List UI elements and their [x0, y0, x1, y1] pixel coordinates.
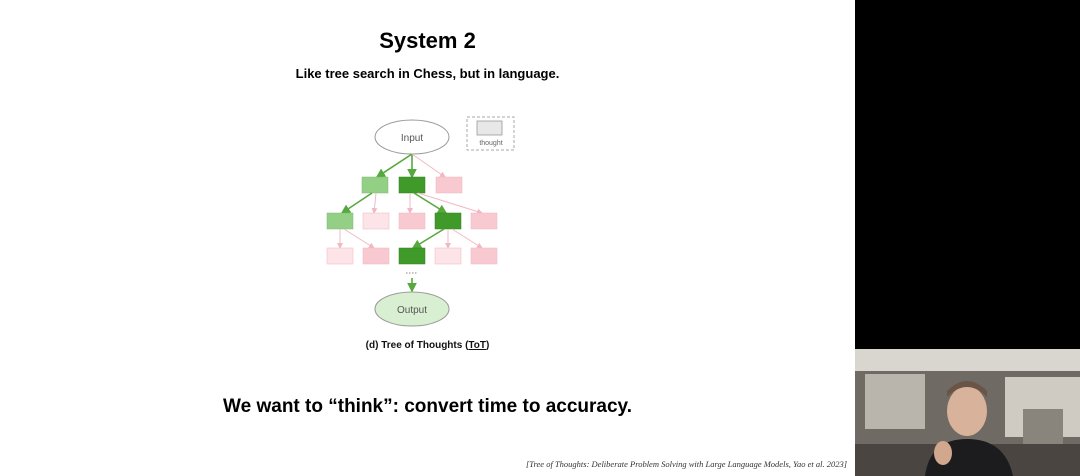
- slide-title: System 2: [379, 28, 476, 53]
- thought-node-pruned: [435, 176, 463, 194]
- diagram-caption: (d) Tree of Thoughts (ToT): [0, 340, 855, 351]
- caption-link-tot[interactable]: ToT: [468, 340, 486, 351]
- arrow-green: [413, 192, 448, 214]
- thought-node-pruned: [326, 247, 354, 265]
- thought-node-good: [326, 212, 354, 230]
- thought-node-pruned: [362, 247, 390, 265]
- arrow-green: [375, 153, 413, 178]
- slide-citation: [Tree of Thoughts: Deliberate Problem So…: [525, 459, 847, 469]
- legend-label: thought: [479, 140, 502, 147]
- thought-node-pruned: [470, 247, 498, 265]
- legend-thought-node: [476, 120, 503, 136]
- caption-prefix: (d) Tree of Thoughts (: [365, 340, 469, 351]
- arrow-green: [411, 228, 445, 249]
- arrow-pink: [411, 153, 446, 178]
- thought-node-best: [434, 212, 462, 230]
- arrow-pink: [343, 228, 375, 249]
- thought-node-pruned: [434, 247, 462, 265]
- webcam-scene: [855, 349, 1080, 476]
- thought-node-good: [361, 176, 389, 194]
- slide: System 2 Like tree search in Chess, but …: [0, 0, 855, 476]
- arrow-pink: [451, 228, 483, 249]
- caption-suffix: ): [486, 340, 490, 351]
- arrow-pink: [371, 192, 378, 214]
- output-node: [374, 291, 450, 327]
- thought-node-best: [398, 247, 426, 265]
- input-label: Input: [401, 133, 423, 144]
- arrow-pink: [417, 192, 483, 215]
- webcam-feed: [855, 349, 1080, 476]
- slide-subtitle: Like tree search in Chess, but in langua…: [295, 66, 560, 81]
- thought-node-best: [398, 176, 426, 194]
- tree-of-thoughts-diagram: Input thought: [326, 116, 515, 327]
- thought-node-pruned: [398, 212, 426, 230]
- thought-node-pruned: [362, 212, 390, 230]
- output-label: Output: [397, 305, 427, 316]
- arrow-green: [340, 192, 373, 214]
- thought-node-pruned: [470, 212, 498, 230]
- slide-headline: We want to “think”: convert time to accu…: [223, 396, 632, 417]
